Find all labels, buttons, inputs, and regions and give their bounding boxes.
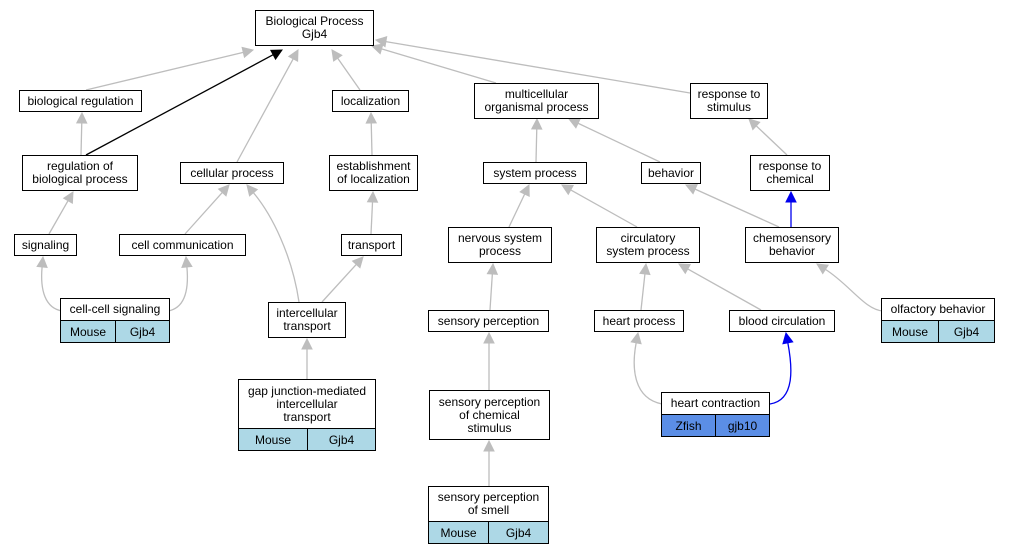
arrowhead-reg_bio-to-root bbox=[270, 49, 283, 61]
node-intercellular-transport[interactable]: intercellular transport bbox=[268, 302, 346, 338]
arrowhead-transport-to-estab_loc bbox=[366, 190, 379, 203]
arrowhead-reg_bio-to-bio_reg bbox=[75, 111, 88, 124]
node-heart-contraction[interactable]: heart contraction bbox=[661, 392, 770, 415]
arrowhead-cell_cell-to-cell_comm bbox=[181, 255, 193, 268]
edge-cell_cell-to-cell_comm bbox=[167, 266, 189, 312]
node-system-process[interactable]: system process bbox=[483, 162, 587, 184]
edge-olfactory-to-chemosensory bbox=[825, 268, 884, 312]
edge-resp_stim-to-root bbox=[385, 41, 691, 94]
node-circulatory-system-process[interactable]: circulatory system process bbox=[596, 227, 700, 263]
edge-blood_circ-to-circulatory bbox=[687, 268, 762, 311]
node-response-to-stimulus[interactable]: response to stimulus bbox=[690, 83, 768, 119]
gene-olfactory-gjb4[interactable]: Gjb4 bbox=[938, 320, 995, 343]
species-cell-mouse[interactable]: Mouse bbox=[60, 320, 116, 343]
arrowhead-nervous-to-system bbox=[519, 183, 530, 197]
arrowhead-signaling-to-reg_bio bbox=[62, 191, 74, 204]
node-heart-process[interactable]: heart process bbox=[594, 310, 684, 332]
arrowhead-resp_stim-to-root bbox=[374, 36, 388, 48]
node-signaling[interactable]: signaling bbox=[14, 234, 77, 256]
arrowhead-cell_comm-to-cellular bbox=[217, 184, 230, 197]
arrowhead-cell_cell-to-signaling bbox=[36, 255, 48, 268]
node-olfactory-behavior[interactable]: olfactory behavior bbox=[881, 298, 995, 321]
arrowhead-heart_contr-to-blood_circ bbox=[782, 331, 794, 345]
edge-multicell-to-root bbox=[381, 48, 497, 84]
node-multicellular-organismal-process[interactable]: multicellular organismal process bbox=[474, 83, 599, 119]
edge-intercellular-to-cellular bbox=[252, 192, 300, 303]
node-biological-process[interactable]: Biological Process Gjb4 bbox=[255, 10, 374, 46]
edge-circulatory-to-system bbox=[570, 189, 638, 228]
node-gap-junction-mediated-intercellular-transport[interactable]: gap junction-mediated intercellular tran… bbox=[238, 379, 376, 429]
node-behavior[interactable]: behavior bbox=[641, 162, 701, 184]
arrowhead-chemosensory-to-resp_chem bbox=[785, 190, 797, 203]
arrowhead-system-to-multicell bbox=[530, 117, 543, 130]
arrowhead-estab_loc-to-localization bbox=[365, 111, 378, 124]
edge-reg_bio-to-bio_reg bbox=[80, 122, 83, 156]
edge-heart_contr-to-heart_proc bbox=[633, 342, 663, 405]
edge-transport-to-estab_loc bbox=[370, 201, 374, 235]
edge-cell_cell-to-signaling bbox=[41, 266, 63, 312]
node-regulation-of-biological-process[interactable]: regulation of biological process bbox=[22, 155, 138, 191]
arrowhead-gap_junction-to-intercellular bbox=[301, 337, 313, 350]
edge-localization-to-root bbox=[337, 57, 361, 91]
species-smell-mouse[interactable]: Mouse bbox=[428, 521, 489, 544]
node-establishment-of-localization[interactable]: establishment of localization bbox=[329, 155, 418, 191]
arrowhead-heart_proc-to-circulatory bbox=[639, 262, 651, 276]
species-gap-mouse[interactable]: Mouse bbox=[238, 428, 308, 451]
node-cell-communication[interactable]: cell communication bbox=[119, 234, 246, 256]
arrowhead-heart_contr-to-heart_proc bbox=[630, 331, 642, 345]
edge-intercellular-to-transport bbox=[321, 263, 357, 303]
arrowhead-blood_circ-to-circulatory bbox=[678, 263, 691, 275]
edge-cellular-to-root bbox=[236, 58, 294, 163]
edge-heart_proc-to-circulatory bbox=[640, 273, 646, 311]
arrowhead-sensory_perc-to-nervous bbox=[486, 262, 499, 275]
node-response-to-chemical[interactable]: response to chemical bbox=[750, 155, 830, 191]
node-sensory-perception-of-smell[interactable]: sensory perception of smell bbox=[428, 486, 549, 522]
arrowhead-smell-to-chem_stim bbox=[483, 439, 495, 452]
arrowhead-localization-to-root bbox=[331, 49, 343, 62]
node-localization[interactable]: localization bbox=[332, 90, 409, 112]
edge-signaling-to-reg_bio bbox=[48, 200, 69, 235]
node-biological-regulation[interactable]: biological regulation bbox=[19, 90, 142, 112]
node-chemosensory-behavior[interactable]: chemosensory behavior bbox=[745, 227, 839, 263]
gene-smell-gjb4[interactable]: Gjb4 bbox=[488, 521, 549, 544]
node-blood-circulation[interactable]: blood circulation bbox=[729, 310, 835, 332]
edge-behavior-to-multicell bbox=[577, 122, 661, 163]
gene-cell-gjb4[interactable]: Gjb4 bbox=[115, 320, 170, 343]
edge-estab_loc-to-localization bbox=[370, 122, 373, 156]
arrowhead-cellular-to-root bbox=[287, 49, 299, 62]
edge-chemosensory-to-behavior bbox=[694, 188, 780, 228]
node-sensory-perception[interactable]: sensory perception bbox=[428, 310, 549, 332]
edge-heart_contr-to-blood_circ bbox=[769, 342, 792, 405]
arrowhead-resp_chem-to-resp_stim bbox=[748, 118, 761, 131]
edge-nervous-to-system bbox=[508, 193, 526, 228]
node-sensory-perception-of-chemical-stimulus[interactable]: sensory perception of chemical stimulus bbox=[429, 390, 550, 440]
edge-cell_comm-to-cellular bbox=[184, 192, 223, 235]
node-nervous-system-process[interactable]: nervous system process bbox=[448, 227, 552, 263]
node-cell-cell-signaling[interactable]: cell-cell signaling bbox=[60, 298, 170, 321]
arrowhead-chemosensory-to-behavior bbox=[684, 184, 698, 195]
arrowhead-behavior-to-multicell bbox=[567, 118, 581, 129]
arrowhead-olfactory-to-chemosensory bbox=[816, 263, 829, 275]
gene-gap-gjb4[interactable]: Gjb4 bbox=[307, 428, 376, 451]
edge-reg_bio-to-root bbox=[85, 54, 274, 156]
edge-resp_chem-to-resp_stim bbox=[755, 125, 788, 156]
species-olfactory-mouse[interactable]: Mouse bbox=[881, 320, 939, 343]
edge-bio_reg-to-root bbox=[85, 51, 244, 91]
node-cellular-process[interactable]: cellular process bbox=[180, 162, 284, 184]
arrowhead-intercellular-to-transport bbox=[351, 256, 364, 269]
arrowhead-intercellular-to-cellular bbox=[246, 184, 259, 197]
gene-heart-gjb10[interactable]: gjb10 bbox=[715, 414, 770, 437]
edge-system-to-multicell bbox=[535, 128, 538, 163]
node-transport[interactable]: transport bbox=[341, 234, 402, 256]
edge-sensory_perc-to-nervous bbox=[489, 273, 493, 311]
arrowhead-circulatory-to-system bbox=[561, 184, 574, 196]
arrowhead-bio_reg-to-root bbox=[241, 46, 255, 59]
species-heart-zfish[interactable]: Zfish bbox=[661, 414, 716, 437]
arrowhead-multicell-to-root bbox=[370, 43, 384, 55]
arrowhead-chem_stim-to-sensory_perc bbox=[483, 331, 495, 344]
